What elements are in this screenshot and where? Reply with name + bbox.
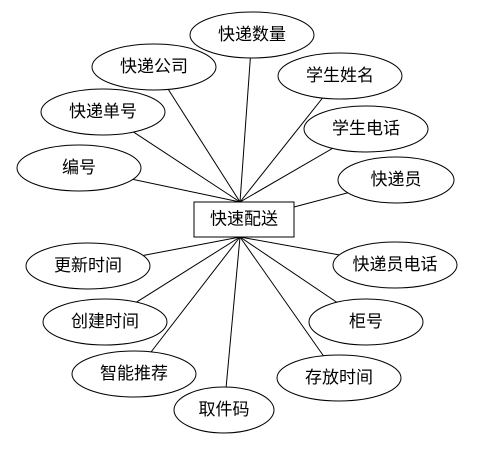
attribute-label-express-count: 快递数量	[218, 25, 286, 45]
entity-group: 快速配送	[193, 201, 295, 238]
attribute-label-pickup-code: 取件码	[199, 400, 250, 420]
connector-lines	[78, 34, 397, 411]
attribute-label-student-name: 学生姓名	[306, 66, 374, 86]
attribute-pickup-code: 取件码	[173, 386, 275, 434]
attribute-label-serial-number: 编号	[62, 158, 96, 178]
attribute-courier-phone: 快递员电话	[332, 241, 458, 289]
attribute-student-name: 学生姓名	[277, 52, 403, 100]
attribute-ellipse-courier-phone	[332, 241, 458, 289]
attribute-label-student-phone: 学生电话	[332, 119, 400, 139]
attribute-label-locker-number: 柜号	[349, 312, 383, 332]
attribute-label-courier: 快递员	[371, 170, 422, 190]
attribute-locker-number: 柜号	[308, 298, 424, 346]
attribute-ellipse-storage-time	[276, 354, 402, 402]
attribute-ellipse-courier	[337, 156, 455, 204]
entity-label: 快速配送	[210, 210, 278, 230]
attribute-student-phone: 学生电话	[303, 105, 429, 153]
attribute-ellipse-student-phone	[303, 105, 429, 153]
attribute-label-storage-time: 存放时间	[305, 368, 373, 388]
attribute-label-courier-phone: 快递员电话	[353, 255, 438, 275]
connector-smart-recommend	[133, 236, 241, 375]
attribute-ellipse-update-time	[25, 242, 151, 290]
attribute-update-time: 更新时间	[25, 242, 151, 290]
attribute-smart-recommend: 智能推荐	[71, 350, 197, 398]
attribute-ellipse-serial-number	[16, 144, 142, 192]
attribute-label-express-number: 快递单号	[69, 102, 137, 122]
attribute-label-update-time: 更新时间	[54, 256, 122, 276]
attribute-express-number: 快递单号	[40, 88, 166, 136]
connector-pickup-code	[223, 236, 241, 411]
attribute-ellipse-smart-recommend	[71, 350, 197, 398]
entity-box	[193, 201, 295, 238]
attribute-label-smart-recommend: 智能推荐	[100, 364, 168, 384]
connector-express-count	[239, 34, 253, 203]
attribute-ellipse-pickup-code	[173, 386, 275, 434]
attribute-ellipse-create-time	[42, 298, 168, 346]
attribute-label-express-company: 快递公司	[120, 57, 188, 77]
connector-storage-time	[239, 236, 340, 379]
attribute-storage-time: 存放时间	[276, 354, 402, 402]
attribute-label-create-time: 创建时间	[71, 312, 139, 332]
attribute-ellipse-locker-number	[308, 298, 424, 346]
attribute-express-count: 快递数量	[189, 11, 315, 59]
attribute-ellipse-express-number	[40, 88, 166, 136]
attribute-courier: 快递员	[337, 156, 455, 204]
attribute-ellipse-student-name	[277, 52, 403, 100]
attribute-create-time: 创建时间	[42, 298, 168, 346]
attribute-ellipse-express-count	[189, 11, 315, 59]
attribute-express-company: 快递公司	[91, 43, 217, 91]
attribute-ellipse-express-company	[91, 43, 217, 91]
attribute-serial-number: 编号	[16, 144, 142, 192]
